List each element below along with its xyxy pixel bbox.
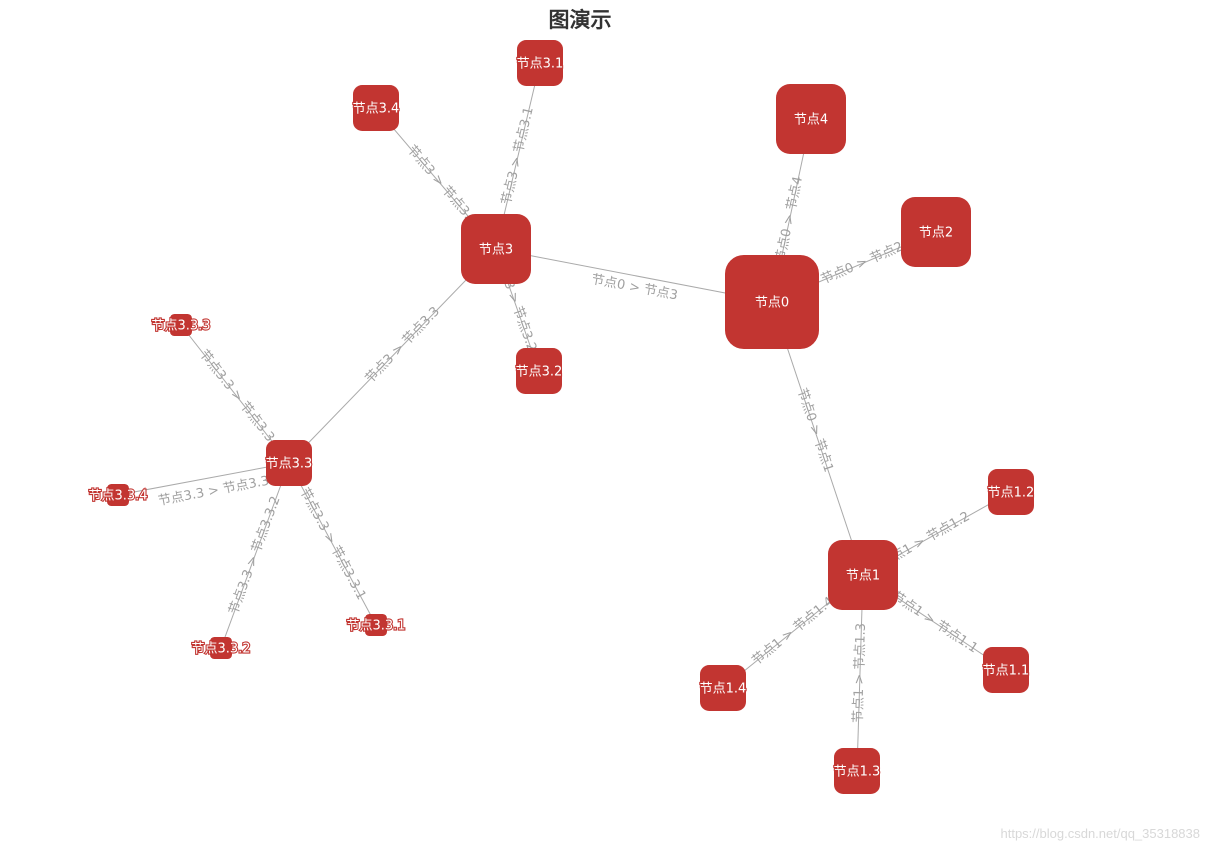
- node-label-n0: 节点0: [755, 296, 789, 311]
- edge-n3_3-n3_3_1: [288, 462, 377, 626]
- node-box-n3_4[interactable]: [353, 85, 399, 131]
- graph-node-n1_4[interactable]: 节点1.4: [699, 665, 747, 711]
- edge-label-n3-n3_3: 节点3 > 节点3.3: [363, 304, 443, 386]
- edge-label-n1-n1_3: 节点1 > 节点1.3: [851, 623, 869, 724]
- graph-node-n3_4[interactable]: 节点3.4: [352, 85, 400, 131]
- node-label-n3_3_2: 节点3.3.2: [191, 642, 250, 657]
- edge-label-n3_3-n3_3_3: 节点3.3 > 节点3.3.3: [196, 347, 285, 455]
- edge-label-n0-n2: 节点0 > 节点2: [819, 239, 906, 287]
- node-box-n0[interactable]: [725, 255, 819, 349]
- edge-label-n3-n3_1: 节点3 > 节点3.1: [499, 106, 537, 207]
- graph-node-n1[interactable]: 节点1: [828, 540, 898, 610]
- node-box-n3_2[interactable]: [516, 348, 562, 394]
- node-label-n3_3_1: 节点3.3.1: [346, 619, 405, 634]
- node-label-n3_4: 节点3.4: [353, 102, 400, 117]
- graph-node-n3_3[interactable]: 节点3.3: [265, 440, 313, 486]
- edge-n3_3-n3_3_4: [117, 462, 290, 496]
- node-box-n1_3[interactable]: [834, 748, 880, 794]
- node-box-n2[interactable]: [901, 197, 971, 267]
- node-label-n3_3_4: 节点3.3.4: [88, 489, 147, 504]
- edge-n3_3-n3_3_2: [220, 462, 290, 649]
- node-box-n1_1[interactable]: [983, 647, 1029, 693]
- chart-title: 图演示: [548, 8, 612, 32]
- edge-n3-n3_3: [288, 248, 497, 464]
- node-box-n3_3_3[interactable]: [170, 314, 192, 336]
- node-label-n3_3: 节点3.3: [266, 457, 313, 472]
- graph-node-n2[interactable]: 节点2: [901, 197, 971, 267]
- edge-label-n3_3-n3_3_4: 节点3.3 > 节点3.3.4: [157, 471, 283, 509]
- node-label-n4: 节点4: [794, 113, 828, 128]
- node-label-n2: 节点2: [919, 226, 953, 241]
- graph-node-n3_1[interactable]: 节点3.1: [516, 40, 564, 86]
- edge-label-n0-n1: 节点0 > 节点1: [794, 386, 836, 474]
- edge-label-n1-n1_4: 节点1 > 节点1.4: [749, 594, 836, 669]
- node-box-n1[interactable]: [828, 540, 898, 610]
- node-box-n3_3_4[interactable]: [107, 484, 129, 506]
- edge-label-n1-n1_1: 节点1 > 节点1.1: [889, 589, 981, 657]
- edge-label-n0-n4: 节点0 > 节点4: [773, 175, 806, 264]
- node-label-n1: 节点1: [846, 569, 880, 584]
- edge-n3_3-n3_3_3: [180, 324, 290, 464]
- edge-label-n3_3-n3_3_1: 节点3.3 > 节点3.3.1: [296, 485, 368, 602]
- node-label-n3_3_3: 节点3.3.3: [151, 319, 210, 334]
- node-box-n3_3[interactable]: [266, 440, 312, 486]
- node-label-n1_3: 节点1.3: [834, 765, 881, 780]
- node-label-n3_2: 节点3.2: [516, 365, 563, 380]
- graph-node-n0[interactable]: 节点0: [725, 255, 819, 349]
- graph-node-n4[interactable]: 节点4: [776, 84, 846, 154]
- node-label-n1_1: 节点1.1: [983, 664, 1030, 679]
- graph-node-n1_3[interactable]: 节点1.3: [833, 748, 881, 794]
- node-box-n4[interactable]: [776, 84, 846, 154]
- node-box-n3[interactable]: [461, 214, 531, 284]
- graph-node-n3[interactable]: 节点3: [461, 214, 531, 284]
- graph-node-n3_2[interactable]: 节点3.2: [515, 348, 563, 394]
- node-label-n3_1: 节点3.1: [517, 57, 564, 72]
- node-label-n1_2: 节点1.2: [988, 486, 1035, 501]
- graph-node-n3_3_4[interactable]: 节点3.3.4: [87, 484, 149, 506]
- graph-node-n3_3_2[interactable]: 节点3.3.2: [190, 637, 252, 659]
- watermark: https://blog.csdn.net/qq_35318838: [1000, 826, 1201, 841]
- node-box-n3_3_2[interactable]: [210, 637, 232, 659]
- edge-label-layer: 节点0 > 节点1 节点0 > 节点2 节点0 > 节点3 节点0 > 节点4 节点1 …: [157, 106, 980, 724]
- node-box-n1_2[interactable]: [988, 469, 1034, 515]
- graph-node-n3_3_3[interactable]: 节点3.3.3: [150, 314, 212, 336]
- edge-label-n0-n3: 节点0 > 节点3: [590, 272, 679, 303]
- node-box-n1_4[interactable]: [700, 665, 746, 711]
- graph-node-n1_1[interactable]: 节点1.1: [982, 647, 1030, 693]
- edge-label-n3_3-n3_3_2: 节点3.3 > 节点3.3.2: [226, 494, 283, 616]
- graph-node-n1_2[interactable]: 节点1.2: [987, 469, 1035, 515]
- node-label-n3: 节点3: [479, 243, 513, 258]
- graph-node-n3_3_1[interactable]: 节点3.3.1: [345, 614, 407, 636]
- node-box-n3_3_1[interactable]: [365, 614, 387, 636]
- node-box-n3_1[interactable]: [517, 40, 563, 86]
- node-layer: 节点0 节点1 节点2 节点3 节点4 节点1.1 节点1.2 节点1.3 节点1.4 节点3.1…: [87, 40, 1035, 794]
- node-label-n1_4: 节点1.4: [700, 682, 747, 697]
